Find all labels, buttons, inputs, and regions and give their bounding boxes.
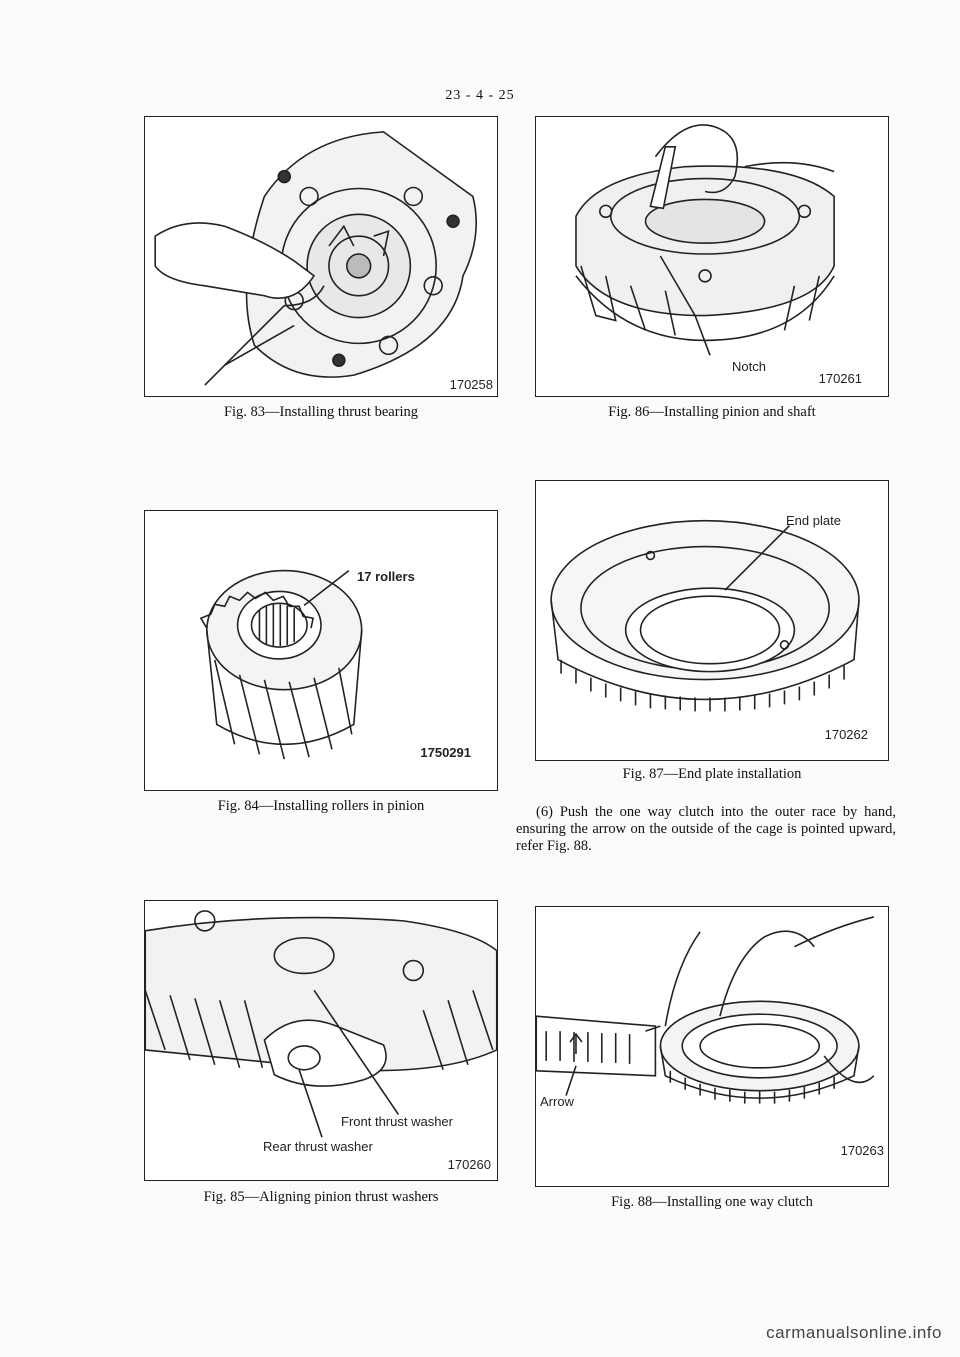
thrust-bearing-illustration <box>154 131 477 386</box>
page-number: 23 - 4 - 25 <box>445 88 515 103</box>
figure-88-image: Arrow 170263 <box>535 906 889 1187</box>
thrust-washers-illustration <box>145 910 497 1138</box>
footer-watermark: carmanualsonline.info <box>766 1323 942 1342</box>
figure-84-number: 1750291 <box>420 745 471 760</box>
pinion-shaft-illustration <box>575 124 835 356</box>
figure-85-number: 170260 <box>447 1157 491 1172</box>
figure-85-front-washer-label: Front thrust washer <box>341 1114 453 1129</box>
figure-83-number: 170258 <box>449 377 493 392</box>
figure-86-image: Notch 170261 <box>535 116 889 397</box>
figure-86-caption: Fig. 86—Installing pinion and shaft <box>608 404 816 420</box>
figure-84-caption: Fig. 84—Installing rollers in pinion <box>217 798 425 814</box>
figure-87-image: End plate 170262 <box>535 480 889 761</box>
figure-85-caption: Fig. 85—Aligning pinion thrust washers <box>203 1189 439 1205</box>
instruction-text: (6) Push the one way clutch into the out… <box>516 804 896 854</box>
figure-85-rear-washer-label: Rear thrust washer <box>263 1139 373 1154</box>
figure-88-number: 170263 <box>840 1143 884 1158</box>
instruction-paragraph: (6) Push the one way clutch into the out… <box>516 804 896 855</box>
figure-87-number: 170262 <box>824 727 868 742</box>
figure-84-rollers-label: 17 rollers <box>357 569 415 584</box>
figure-85-image: Front thrust washer Rear thrust washer 1… <box>144 900 498 1181</box>
figure-87-caption: Fig. 87—End plate installation <box>622 766 802 782</box>
pinion-rollers-illustration <box>199 569 363 760</box>
figure-83-caption: Fig. 83—Installing thrust bearing <box>223 404 419 420</box>
figure-86-number: 170261 <box>818 371 862 386</box>
one-way-clutch-illustration <box>536 916 875 1104</box>
end-plate-illustration <box>550 519 860 712</box>
figure-88-arrow-label: Arrow <box>540 1094 574 1109</box>
figure-84-image: 17 rollers 1750291 <box>144 510 498 791</box>
figure-88-caption: Fig. 88—Installing one way clutch <box>611 1194 813 1210</box>
figure-83-image: 170258 <box>144 116 498 397</box>
figure-87-end-plate-label: End plate <box>786 513 841 528</box>
figure-86-notch-label: Notch <box>732 359 766 374</box>
